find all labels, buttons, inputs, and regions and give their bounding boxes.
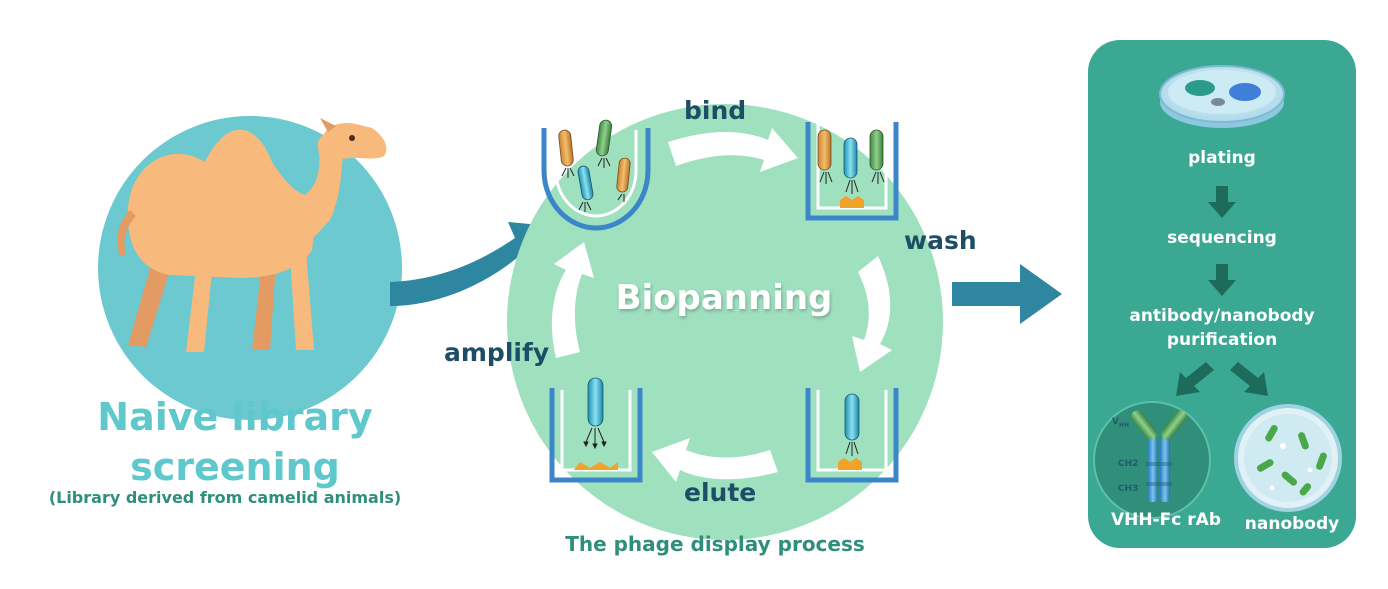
cycle-arrows (551, 128, 892, 482)
panel-arrows (1176, 186, 1268, 396)
bind-arrow-icon (668, 128, 798, 172)
vhh-domain-label: VHH (1112, 417, 1129, 429)
arrow-to-cycle-icon (390, 222, 552, 306)
down-right-arrow-icon (1230, 362, 1268, 396)
ch2-domain-label: CH2 (1118, 459, 1139, 469)
step-amplify-label: amplify (444, 338, 550, 367)
left-title: Naive library screening (97, 395, 373, 489)
vh-subscript: HH (1118, 421, 1130, 429)
down-arrow-icon (1208, 264, 1236, 296)
elute-well-icon (549, 377, 643, 483)
step-elute-label: elute (684, 478, 757, 507)
panel-step-sequencing: sequencing (1167, 228, 1277, 248)
step-bind-label: bind (684, 96, 747, 125)
down-arrow-icon (1208, 186, 1236, 218)
wash-well-icon (805, 388, 899, 483)
nanobody-dish-icon (1234, 404, 1342, 512)
panel-step-purification: antibody/nanobody purification (1129, 306, 1315, 350)
arrow-to-panel-icon (952, 264, 1062, 324)
vh-letter: V (1112, 417, 1119, 427)
panel-step-plating: plating (1188, 148, 1256, 168)
petri-dish-icon (1159, 65, 1285, 128)
cycle-circle (507, 104, 943, 540)
camel-icon (98, 116, 402, 420)
bind-well-icon (805, 122, 899, 221)
wash-arrow-icon (852, 256, 892, 372)
amplify-arrow-icon (551, 242, 594, 358)
elute-arrow-icon (652, 438, 778, 482)
antibody-label: VHH-Fc rAb (1111, 510, 1221, 530)
antibody-icon (1093, 401, 1211, 519)
cycle-caption: The phage display process (565, 532, 865, 556)
left-subtitle: (Library derived from camelid animals) (48, 488, 402, 507)
nanobody-label: nanobody (1244, 514, 1340, 534)
cycle-center-label: Biopanning (615, 278, 833, 318)
library-well-icon (541, 119, 651, 231)
down-left-arrow-icon (1176, 362, 1214, 396)
ch3-domain-label: CH3 (1118, 484, 1139, 494)
step-wash-label: wash (904, 226, 977, 255)
